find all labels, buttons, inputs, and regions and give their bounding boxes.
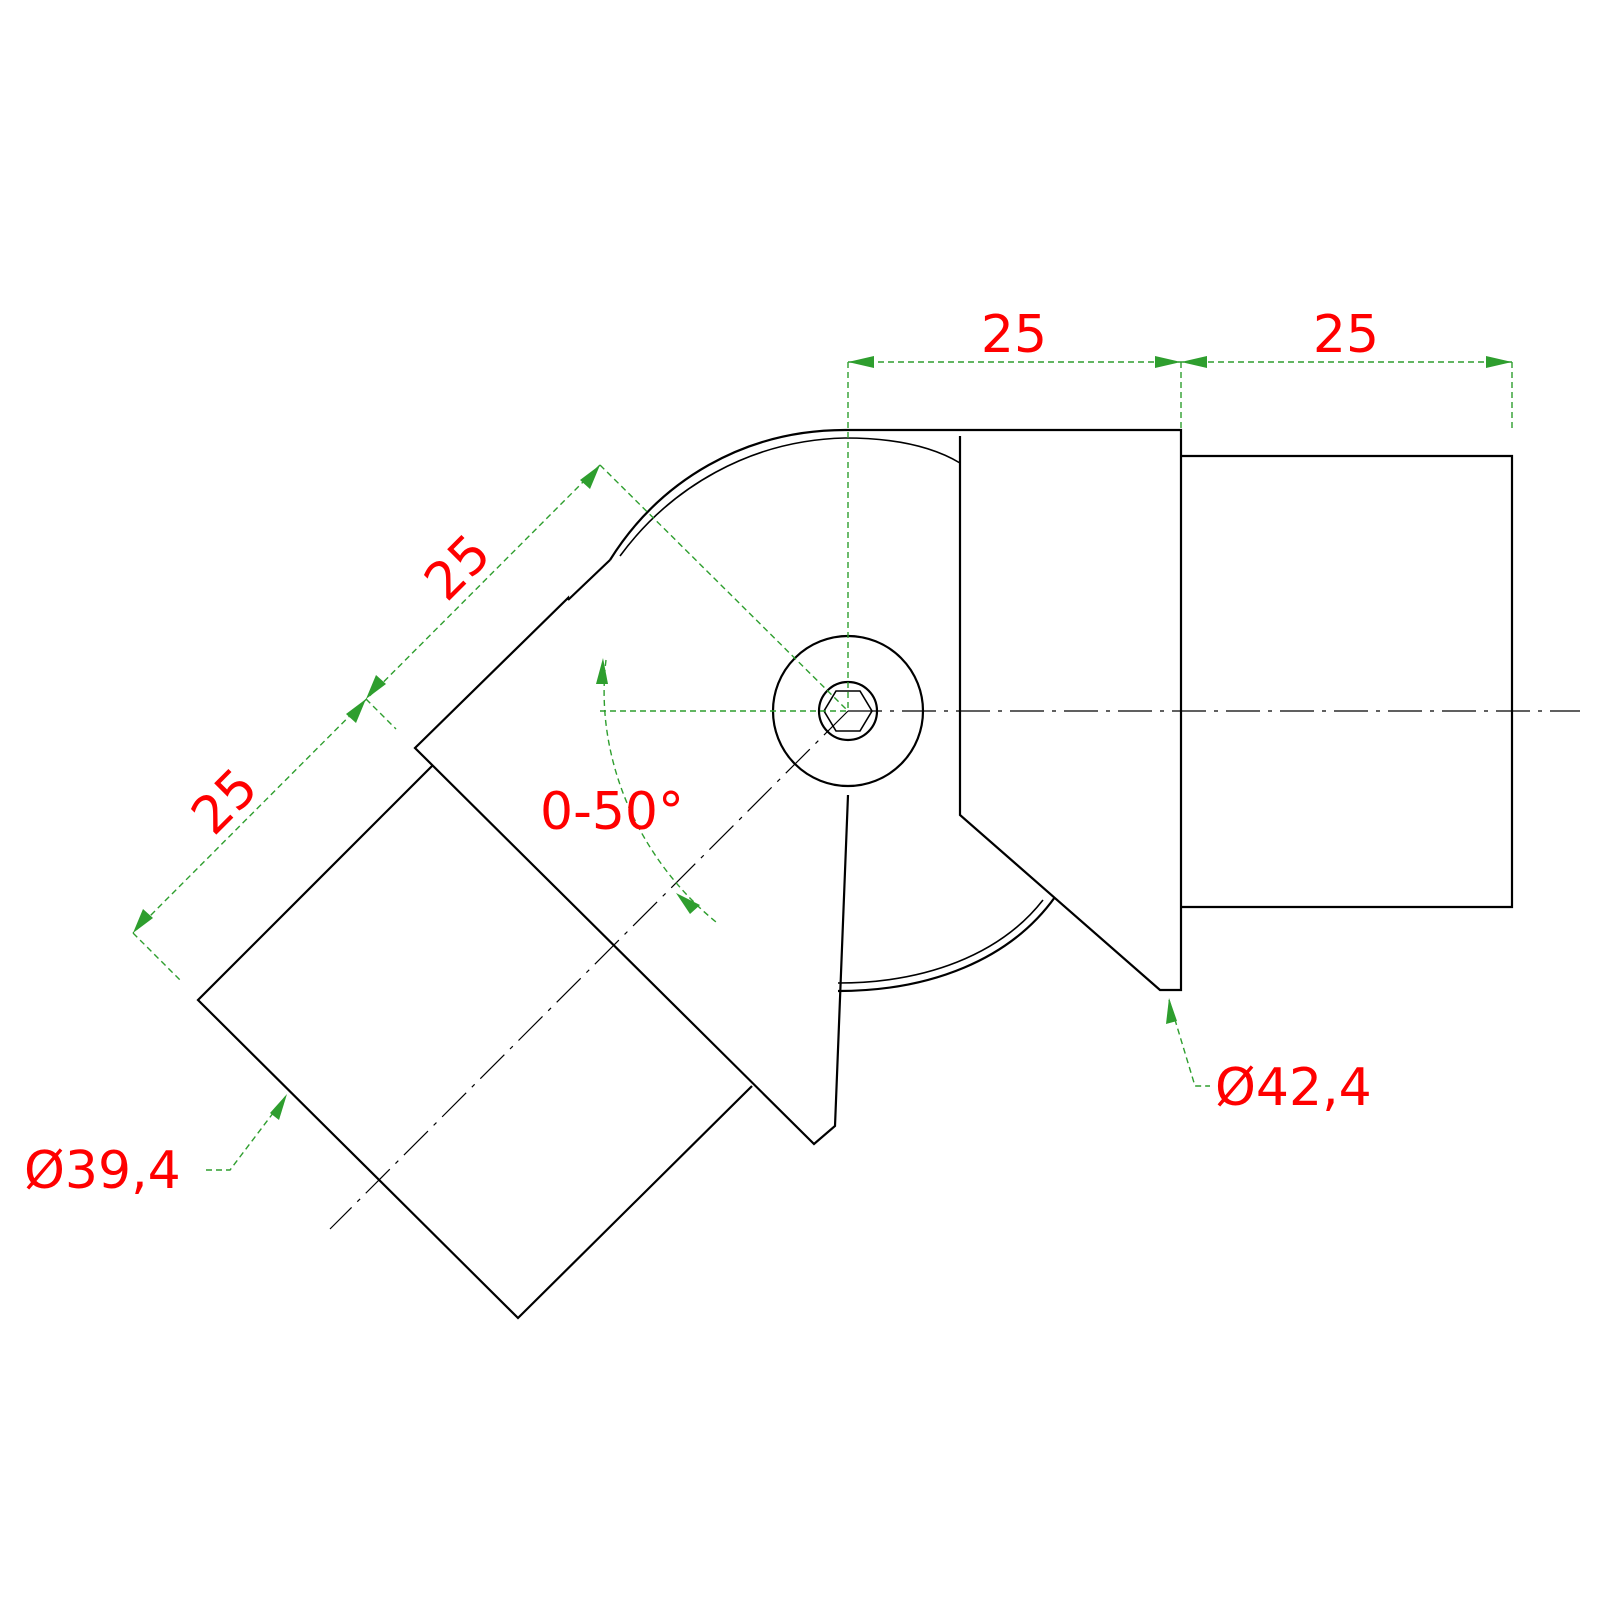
right-block bbox=[845, 428, 1183, 992]
leader-right bbox=[1168, 999, 1210, 1087]
arrow-head bbox=[366, 675, 386, 699]
extension-line bbox=[599, 464, 849, 712]
hub-step bbox=[567, 559, 611, 601]
dim-diameter-left: Ø39,4 bbox=[24, 1141, 181, 1201]
arrow-head bbox=[596, 658, 608, 684]
arrow-head bbox=[270, 1094, 287, 1120]
dim-angled-lower: 25 bbox=[180, 757, 269, 846]
hub-arc-top-inner bbox=[619, 437, 961, 557]
angled-tube bbox=[196, 765, 753, 1320]
dim-angled-upper: 25 bbox=[413, 523, 502, 612]
dim-diameter-right: Ø42,4 bbox=[1215, 1058, 1372, 1118]
hub-arc-bottom-inner bbox=[837, 899, 1044, 984]
hub-arc-bottom-outer bbox=[837, 896, 1056, 993]
extension-line bbox=[365, 698, 397, 730]
part-outline bbox=[196, 428, 1514, 1320]
arrow-head bbox=[346, 699, 366, 723]
dim-angle-range: 0-50° bbox=[540, 782, 684, 842]
arrow-head bbox=[580, 465, 600, 489]
arrow-head bbox=[1155, 356, 1181, 368]
dim-top-right: 25 bbox=[1313, 305, 1379, 365]
dimension-lines bbox=[132, 356, 1513, 1171]
arrow-head bbox=[1486, 356, 1512, 368]
hub-arc-top-outer bbox=[609, 428, 846, 561]
arrow-head bbox=[848, 356, 874, 368]
center-lines bbox=[329, 710, 1580, 1230]
arrow-head bbox=[676, 893, 700, 914]
arrow-head bbox=[1181, 356, 1207, 368]
dimension-text: 25 25 25 25 0-50° Ø42,4 Ø39,4 bbox=[24, 305, 1379, 1201]
extension-line bbox=[132, 932, 183, 983]
leader-left bbox=[206, 1095, 287, 1171]
dim-top-left: 25 bbox=[981, 305, 1047, 365]
arrow-head bbox=[133, 909, 153, 933]
arrow-head bbox=[1166, 998, 1177, 1024]
angled-axis bbox=[329, 710, 849, 1230]
angled-block bbox=[413, 595, 850, 1146]
right-tube bbox=[1181, 454, 1514, 909]
